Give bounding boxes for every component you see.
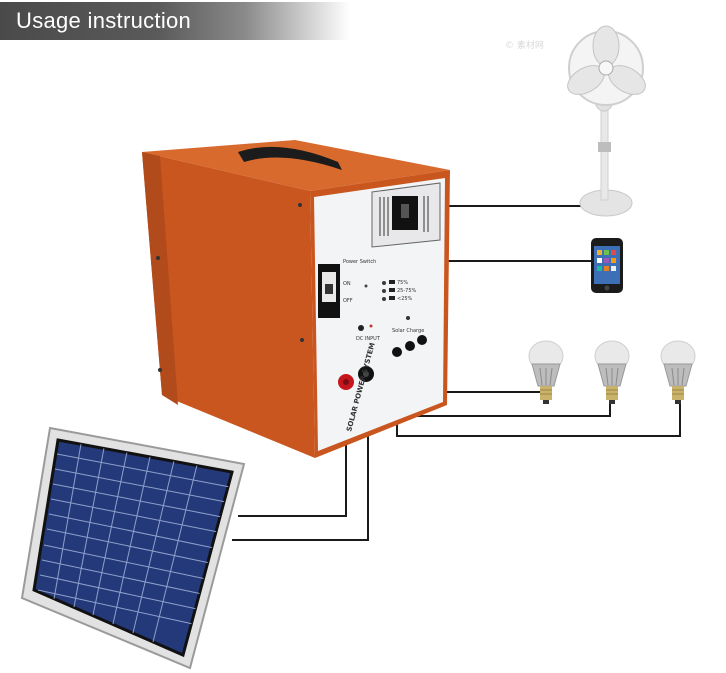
fan-pole-clamp <box>598 142 611 152</box>
dc-output-socket-2[interactable] <box>405 341 415 351</box>
screw <box>156 256 160 260</box>
solar-cell-grid <box>37 443 231 643</box>
phone-home-button <box>604 285 610 291</box>
title-banner: Usage instruction <box>0 2 350 40</box>
switch-off-label: OFF <box>343 298 353 304</box>
page-title: Usage instruction <box>16 8 192 33</box>
positive-terminal-core <box>343 379 349 385</box>
case-top <box>142 140 450 191</box>
ac-outlet-slot <box>401 204 409 218</box>
dc-input-label: DC INPUT <box>356 336 381 342</box>
led-bulb-icon <box>594 340 630 404</box>
solar-charge-led <box>406 316 410 320</box>
battery-25-75-label: 25-75% <box>397 288 417 294</box>
smartphone-icon <box>591 238 623 293</box>
dc-output-socket-3[interactable] <box>417 335 427 345</box>
battery-75-label: 75% <box>397 280 408 286</box>
led-bulb-icon <box>528 340 564 404</box>
battery-icon <box>389 288 395 292</box>
dc-input-jack[interactable] <box>358 325 364 331</box>
dc-output-socket-1[interactable] <box>392 347 402 357</box>
fan-icon <box>567 25 646 217</box>
indicator-led <box>364 284 368 288</box>
battery-led-low <box>382 297 386 301</box>
power-box-icon: Power Switch ON OFF 75% 25-75% <25% DC I… <box>142 140 450 458</box>
power-switch-lever[interactable] <box>325 284 333 294</box>
battery-icon <box>389 296 395 300</box>
screw <box>300 338 304 342</box>
watermark: © 素材网 <box>505 41 544 51</box>
screw <box>158 368 162 372</box>
vent-lines <box>379 196 429 236</box>
negative-terminal-core <box>363 371 369 377</box>
solar-charge-label: Solar Charge <box>392 328 424 334</box>
battery-led-high <box>382 281 386 285</box>
case-side-shade <box>142 152 178 405</box>
battery-icon <box>389 280 395 284</box>
fan-hub <box>598 60 614 76</box>
screw <box>298 203 302 207</box>
led-bulb-icon <box>660 340 696 404</box>
case-side <box>142 152 315 458</box>
dc-input-led <box>369 324 373 328</box>
switch-on-label: ON <box>343 281 351 287</box>
battery-led-mid <box>382 289 386 293</box>
power-switch-label: Power Switch <box>343 259 376 265</box>
solar-panel-icon <box>20 426 246 670</box>
battery-25-label: <25% <box>397 296 413 302</box>
carry-handle <box>238 146 342 170</box>
fan-blades <box>567 25 646 95</box>
fan-pole <box>600 109 609 201</box>
